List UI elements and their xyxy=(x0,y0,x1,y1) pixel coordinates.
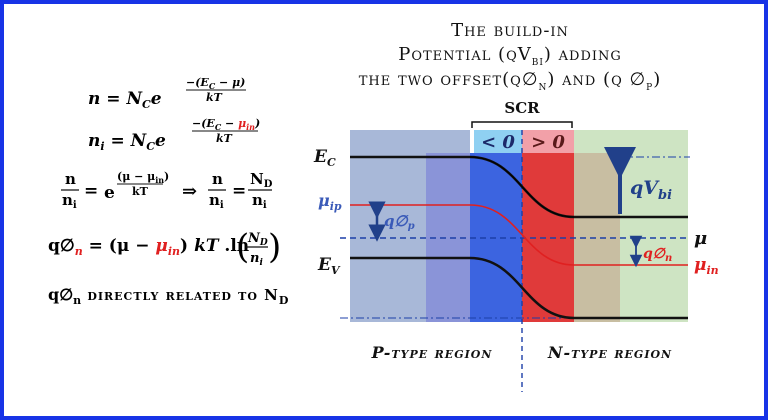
svg-text:n: n xyxy=(212,170,223,188)
ec-label: EC xyxy=(313,147,336,169)
qphi-n-label: q∅n xyxy=(643,246,672,264)
svg-text:ni: ni xyxy=(252,191,267,211)
svg-text:kT: kT xyxy=(132,185,149,198)
title-line-1: The build-in xyxy=(451,20,569,41)
equation-electron-density: n = NCe −(EC − μ) kT xyxy=(88,76,246,111)
svg-text:⇒: ⇒ xyxy=(182,181,197,202)
svg-text:−(EC − μin): −(EC − μin) xyxy=(192,117,260,132)
svg-text:kT: kT xyxy=(206,91,223,104)
equation-intrinsic-density: ni = NCe −(EC − μin) kT xyxy=(88,117,260,153)
qphi-p-label: q∅p xyxy=(384,212,415,232)
scr-positive-box xyxy=(522,130,574,153)
band-diagram: < 0 > 0 SCR EC μip EV q∅p qVbi μ q∅n xyxy=(313,99,719,392)
svg-text:n: n xyxy=(65,170,76,188)
svg-text:): ) xyxy=(268,227,281,267)
svg-text:ni = NCe: ni = NCe xyxy=(88,131,166,153)
svg-text:ND: ND xyxy=(250,170,273,190)
offset-note: q∅n directly related to ND xyxy=(48,285,289,307)
intrinsic-level xyxy=(350,204,688,266)
svg-text:ni: ni xyxy=(209,191,224,211)
svg-text:kT: kT xyxy=(216,132,233,145)
scr-label: SCR xyxy=(504,99,540,117)
mu-ip-label: μip xyxy=(318,191,342,213)
slide-title: The build-in Potential (qVbi) adding the… xyxy=(359,20,661,94)
svg-text:(: ( xyxy=(236,227,249,267)
svg-text:(μ − μin): (μ − μin) xyxy=(117,170,169,185)
title-line-2: Potential (qVbi) adding xyxy=(398,44,622,69)
equation-offset-n: q∅n = (μ − μin)kT .ln ( ND ni ) xyxy=(48,227,281,268)
svg-text:q∅n = (μ − μin)kT .ln: q∅n = (μ − μin)kT .ln xyxy=(48,236,249,258)
svg-text:ni: ni xyxy=(62,191,77,211)
svg-text:ni: ni xyxy=(250,251,263,268)
p-type-region-label: P-type region xyxy=(371,343,493,362)
valence-band-edge xyxy=(350,256,688,320)
scr-negative-box xyxy=(474,130,522,153)
negative-charge-label: < 0 xyxy=(481,132,515,153)
mu-in-label: μin xyxy=(694,255,719,277)
svg-text:n = NCe: n = NCe xyxy=(88,89,162,111)
positive-charge-label: > 0 xyxy=(531,132,565,153)
ev-label: EV xyxy=(317,255,341,277)
svg-text:−(EC − μ): −(EC − μ) xyxy=(186,76,245,91)
equation-density-ratio: n ni = e (μ − μin) kT ⇒ n ni = ND ni xyxy=(61,170,273,211)
svg-text:e: e xyxy=(104,183,115,203)
mu-label: μ xyxy=(694,228,707,249)
qvbi-label: qVbi xyxy=(630,177,672,203)
scr-bracket xyxy=(471,121,573,128)
svg-text:ND: ND xyxy=(247,231,268,248)
svg-text:=: = xyxy=(232,181,246,201)
svg-text:=: = xyxy=(84,181,98,201)
n-type-region-label: N-type region xyxy=(547,343,672,362)
title-line-3: the two offset(q∅n) and (q ∅p) xyxy=(359,69,661,94)
equations-panel: n = NCe −(EC − μ) kT ni = NCe −(EC − μin… xyxy=(48,76,289,307)
